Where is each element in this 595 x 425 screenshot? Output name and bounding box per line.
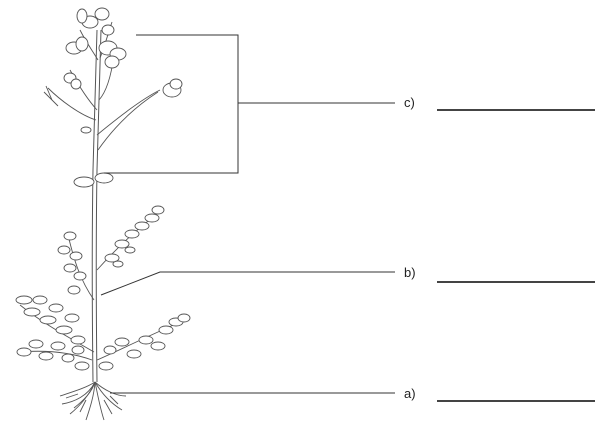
label-b: b) — [404, 265, 416, 280]
bracket-c — [104, 34, 239, 174]
roots — [59, 381, 127, 421]
leader-b — [100, 271, 395, 296]
stem — [91, 29, 102, 383]
leaves — [15, 126, 191, 371]
answer-line-b[interactable] — [437, 281, 595, 283]
answer-line-c[interactable] — [437, 109, 595, 111]
leader-lines — [100, 34, 395, 394]
answer-line-a[interactable] — [437, 400, 595, 402]
label-a: a) — [404, 386, 416, 401]
flowers — [63, 7, 183, 98]
label-c: c) — [404, 95, 415, 110]
flower-stalks — [43, 21, 161, 151]
